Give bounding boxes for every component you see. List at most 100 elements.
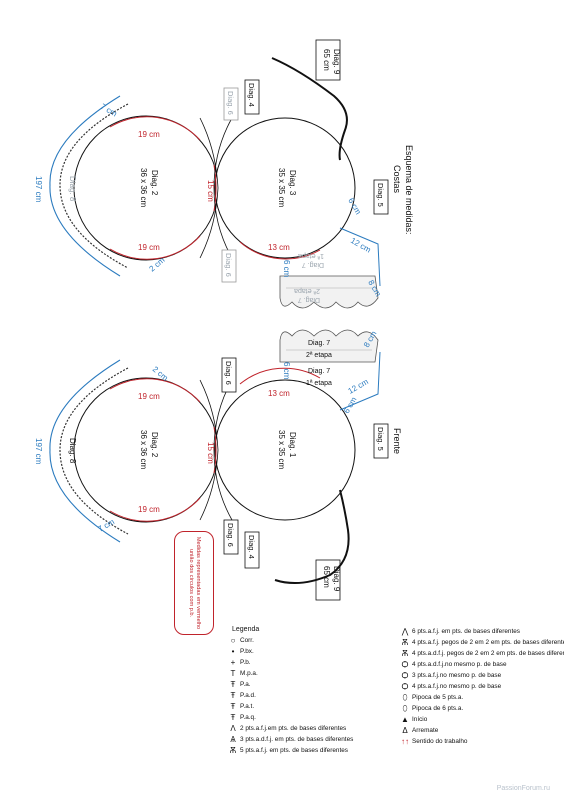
four-dc-pairs-icon: Ѫ	[401, 638, 409, 647]
front-diag7b-stage: 1ª etapa	[306, 380, 332, 387]
back-diag6-bot-label: Diag. 6	[224, 253, 233, 277]
legend-item: ⋀6 pts.a.f.j. em pts. de bases diferente…	[398, 626, 558, 637]
front-m6a: 6 cm	[342, 395, 359, 415]
front-connector	[199, 379, 219, 521]
back-m13: 13 cm	[268, 243, 290, 252]
red-note-text: Medidas representadas em vermelho união …	[188, 536, 201, 630]
legend-item-label: Arremate	[412, 727, 439, 734]
back-connector-2	[213, 117, 233, 259]
front-diag6-bot-box	[223, 519, 239, 555]
legend-item-label: 6 pts.a.f.j. em pts. de bases diferentes	[412, 628, 520, 635]
front-diag4-box	[244, 531, 260, 569]
legend-item-label: P.a.q.	[240, 714, 256, 721]
front-m13: 13 cm	[268, 389, 290, 398]
legend-item-label: P.a.	[240, 681, 251, 688]
back-diag2-size: 36 x 36 cm	[139, 168, 148, 207]
front-m19b: 19 cm	[138, 505, 160, 514]
four-tr-cluster-icon: Ѻ	[401, 660, 409, 669]
front-diag7a-stage: 2ª etapa	[306, 352, 332, 359]
back-connector	[199, 117, 219, 259]
back-diag9-line2: 65 cm	[322, 49, 331, 71]
back-join-arc-bottom	[109, 235, 201, 260]
popcorn-5-icon: ⬯	[402, 692, 408, 702]
legend-item-label: P.b.	[240, 659, 251, 666]
two-dc-together-icon: Λ	[230, 724, 236, 733]
back-diag9-cord	[271, 57, 348, 161]
legend-item-label: 3 pts.a.f.j.no mesmo p. de base	[412, 672, 502, 679]
front-diag8-lace	[59, 367, 129, 535]
legend-item-label: M.p.a.	[240, 670, 258, 677]
red-note-box: Medidas representadas em vermelho união …	[174, 531, 214, 635]
legend-item-label: 2 pts.a.f.j.em pts. de bases diferentes	[240, 725, 347, 732]
legend-item-label: Pipoca de 6 pts.a.	[412, 705, 464, 712]
legend-item: ○Corr.	[226, 635, 386, 646]
front-diag9-line2: 65 cm	[322, 566, 331, 588]
back-m197: 197 cm	[34, 176, 43, 203]
front-heading-sub: Frente	[392, 428, 402, 454]
front-diag1-title: Diag. 1	[288, 432, 297, 458]
back-m6b: 6 cm	[282, 260, 291, 278]
three-tr-together-icon: Ѧ	[230, 735, 236, 744]
five-dc-together-icon: Ѫ	[229, 746, 237, 755]
front-m6b: 6 cm	[282, 362, 291, 380]
treble-icon: Ŧ	[230, 691, 236, 700]
legend-item-label: 4 pts.a.f.j. pegos de 2 em 2 em pts. de …	[412, 639, 564, 646]
front-join-arc-top	[109, 378, 201, 403]
double-treble-icon: Ŧ	[230, 702, 236, 711]
front-join-arc-bottom	[109, 497, 201, 522]
quad-treble-icon: Ŧ	[230, 713, 236, 722]
legend-item: Ŧ P.a.	[226, 679, 386, 690]
four-tr-pairs-icon: Ѫ	[401, 649, 409, 658]
front-diag5-label: Diag. 5	[376, 427, 385, 451]
front-join-arc-left	[239, 367, 321, 385]
legend-item: ▲Início	[398, 714, 558, 725]
watermark: PassionForum.ru	[496, 785, 550, 792]
back-diag7b-title: Diag. 7	[298, 296, 320, 303]
front-diag5-box	[373, 423, 389, 459]
legend-item-label: Pipoca de 5 pts.a.	[412, 694, 464, 701]
front-diag9-line1: Diag. 9	[332, 566, 341, 592]
front-diag6-bot-label: Diag. 6	[226, 523, 235, 547]
front-diag7b-title: Diag. 7	[308, 368, 330, 375]
back-diagram: Diag. 9 65 cm Diag. 4 Diag. 6 Diag. 6 Di…	[34, 39, 414, 309]
legend-item-label: 5 pts.a.f.j. em pts. de bases diferentes	[240, 747, 348, 754]
front-m19a: 19 cm	[138, 392, 160, 401]
six-dc-together-icon: ⋀	[401, 627, 409, 636]
front-diag5-strip	[339, 351, 381, 411]
front-join-arc-mid	[213, 426, 217, 474]
back-diag5-strip	[339, 227, 381, 287]
front-diag2-title: Diag. 2	[150, 432, 159, 458]
back-m12: 12 cm	[349, 236, 373, 255]
front-diag9-cord	[274, 489, 350, 585]
back-heading-sub: Costas	[392, 165, 402, 194]
back-m19b: 19 cm	[138, 243, 160, 252]
back-diag4-label: Diag. 4	[247, 83, 256, 107]
back-m19a: 19 cm	[138, 130, 160, 139]
back-diag8-lace	[59, 103, 129, 269]
legend-item-label: P.bx.	[240, 648, 254, 655]
legend-right: ⋀6 pts.a.f.j. em pts. de bases diferente…	[398, 626, 564, 747]
legend-item-label: Sentido do trabalho	[412, 738, 468, 745]
four-dc-cluster-icon: Ѻ	[401, 682, 409, 691]
double-crochet-icon: Ŧ	[230, 680, 236, 689]
front-diag4-label: Diag. 4	[247, 535, 256, 559]
popcorn-6-icon: ⬯	[402, 703, 408, 713]
back-diag7-fan	[279, 275, 379, 309]
legend-item-label: 4 pts.a.d.f.j.no mesmo p. de base	[412, 661, 507, 668]
back-join-arc-mid	[213, 164, 217, 212]
three-dc-cluster-icon: Ѻ	[401, 671, 409, 680]
back-m15: 15 cm	[206, 180, 215, 202]
front-diag2-size: 36 x 36 cm	[139, 430, 148, 469]
back-join-arc-right	[239, 241, 321, 260]
front-diag1-circle	[214, 379, 356, 521]
back-diag6-top-label: Diag. 6	[226, 91, 235, 115]
